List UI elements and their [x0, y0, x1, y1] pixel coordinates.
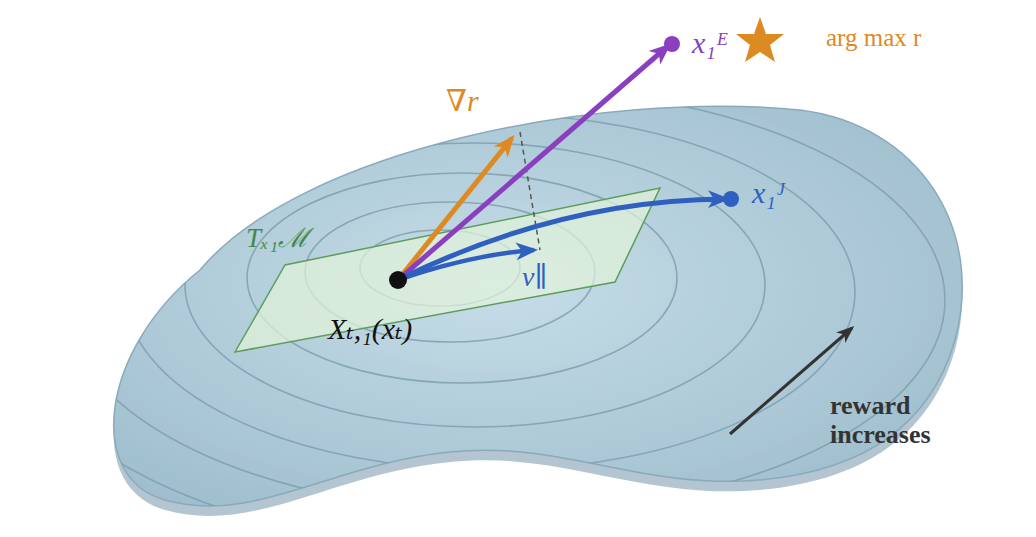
base-point: [389, 271, 407, 289]
manifold-surface: [5, 62, 1035, 537]
plane-label: Tₓ₁ℳ: [246, 224, 309, 254]
geodesic-arrow: [398, 199, 726, 280]
point-label: x₁ᴱ: [692, 26, 728, 59]
geodesic-point: [723, 191, 739, 207]
vector-label: v∥: [522, 262, 547, 293]
tangent-projection-arrow: [398, 250, 534, 280]
optimum-star: [736, 17, 784, 62]
point-label: x₁ᴶ: [752, 176, 786, 209]
euclidean-point: [664, 36, 680, 52]
gradient-arrow: [398, 138, 512, 280]
gradient-label: ∇r: [446, 84, 479, 117]
optimum-label: arg max r: [826, 24, 921, 52]
euclidean-arrow: [398, 46, 668, 280]
point-label: Xₜ,₁(xₜ): [328, 312, 412, 345]
annotation-text: reward increases: [830, 392, 980, 449]
